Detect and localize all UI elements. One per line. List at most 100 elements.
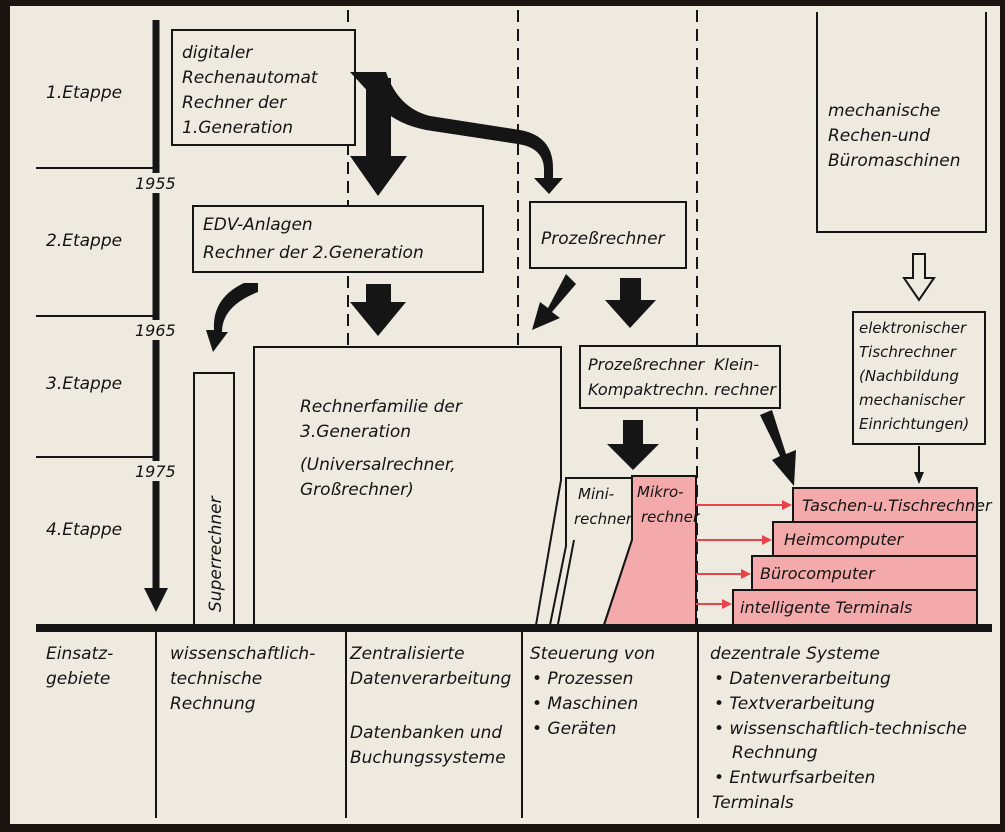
usage-col4-line-2: • Datenverarbeitung <box>714 669 891 689</box>
step-box-1 <box>792 487 978 523</box>
box-process-compact-line-1: Prozeßrechner <box>588 355 706 374</box>
baseline-bar <box>36 624 992 632</box>
step-boxes: Taschen-u.Tischrechner Heimcomputer Büro… <box>732 487 993 626</box>
year-1955: 1955 <box>135 174 176 193</box>
usage-col2-line-2: Datenverarbeitung <box>350 669 512 689</box>
year-labels: 1955 1965 1975 <box>133 173 177 481</box>
year-1965: 1965 <box>135 321 176 340</box>
red-arrow-icon-3 <box>741 569 751 579</box>
box-mini-line-1: Mini- <box>578 485 614 503</box>
usage-areas: Einsatz- gebiete wissenschaftlich- techn… <box>46 644 967 813</box>
step-label-2: Heimcomputer <box>784 530 904 549</box>
year-bg-1965 <box>133 320 177 340</box>
step-label-3: Bürocomputer <box>760 564 876 583</box>
usage-col4-line-4: • wissenschaftlich-technische <box>714 719 967 739</box>
box-micro-line-2: rechner <box>641 508 700 526</box>
step-box-3 <box>751 555 978 591</box>
year-bg-1955 <box>133 173 177 193</box>
arrow-super-icon <box>206 283 258 352</box>
box-family-line-1: Rechnerfamilie der <box>300 397 463 417</box>
step-box-2 <box>772 521 978 557</box>
arrow-down-icon-4 <box>607 420 659 470</box>
flow-arrows <box>206 72 796 486</box>
arrow-curve-icon <box>350 72 563 194</box>
usage-col4-line-5: Rechnung <box>732 743 818 763</box>
box-mechanical-line-1: mechanische <box>828 101 941 121</box>
usage-heading-line-1: Einsatz- <box>46 644 113 664</box>
box-mechanical-machines: mechanische Rechen-und Büromaschinen <box>816 12 987 233</box>
red-arrow-icon-1 <box>782 500 792 510</box>
box-digital-line-1: digitaler <box>182 43 253 63</box>
box-supercomputer: Superrechner <box>193 372 235 626</box>
box-process-compact: Prozeßrechner Kompaktrechn. Klein- rechn… <box>579 345 781 409</box>
step-label-1: Taschen-u.Tischrechner <box>802 496 993 515</box>
arrow-diag-icon-1 <box>532 274 576 330</box>
box-mechanical-line-2: Rechen-und <box>828 126 930 146</box>
arrow-down-icon-3 <box>605 278 656 328</box>
box-small-line-1: Klein- <box>714 355 759 374</box>
usage-col4-line-6: • Entwurfsarbeiten <box>714 768 875 788</box>
usage-col1-line-3: Rechnung <box>170 694 256 714</box>
box-process-compact-line-2: Kompaktrechn. <box>588 380 709 399</box>
box-super-label: Superrechner <box>206 495 226 612</box>
box-edv: EDV-Anlagen Rechner der 2.Generation <box>192 205 484 273</box>
red-arrow-icon-2 <box>762 535 772 545</box>
red-arrows <box>696 500 792 609</box>
step-box-4 <box>732 589 978 626</box>
stage-label-2: 2.Etappe <box>46 231 122 251</box>
usage-col4-line-7: Terminals <box>712 793 794 813</box>
red-arrow-icon-4 <box>722 599 732 609</box>
usage-col1-line-1: wissenschaftlich- <box>170 644 315 664</box>
box-computer-family: Rechnerfamilie der 3.Generation (Univers… <box>253 346 562 626</box>
step-label-4: intelligente Terminals <box>740 598 912 617</box>
year-bg-1975 <box>133 461 177 481</box>
box-family-line-4: Großrechner) <box>300 480 414 500</box>
thin-arrow-icon <box>914 446 924 484</box>
box-micro-line-1: Mikro- <box>637 483 684 501</box>
box-process-label: Prozeßrechner <box>541 229 666 249</box>
usage-heading-line-2: gebiete <box>46 669 110 689</box>
box-digital-line-2: Rechenautomat <box>182 68 319 88</box>
timeline-arrowhead-icon <box>144 588 168 612</box>
hollow-arrow-icon <box>902 253 936 302</box>
box-electronic-line-2: Tischrechner <box>859 343 957 361</box>
box-process-computer: Prozeßrechner <box>529 201 687 269</box>
usage-col3-line-2: • Prozessen <box>532 669 633 689</box>
box-digital-computer: digitaler Rechenautomat Rechner der 1.Ge… <box>171 29 356 146</box>
box-mechanical-line-3: Büromaschinen <box>828 151 961 171</box>
box-edv-line-1: EDV-Anlagen <box>203 215 313 235</box>
usage-col2-line-3: Datenbanken und <box>350 723 502 743</box>
stage-label-3: 3.Etappe <box>46 374 122 394</box>
usage-col3-line-3: • Maschinen <box>532 694 638 714</box>
box-family-line-2: 3.Generation <box>300 422 411 442</box>
usage-col4-line-3: • Textverarbeitung <box>714 694 875 714</box>
usage-col4-line-1: dezentrale Systeme <box>710 644 880 664</box>
stage-separators <box>36 167 156 458</box>
box-electronic-line-4: mechanischer <box>859 391 965 409</box>
box-minicomputer: Mini- rechner <box>548 477 633 626</box>
arrow-down-icon-1 <box>350 78 407 196</box>
box-electronic-calculator: elektronischer Tischrechner (Nachbildung… <box>852 311 986 445</box>
stage-label-1: 1.Etappe <box>46 83 122 103</box>
box-small-line-2: rechner <box>714 380 777 399</box>
usage-col2-line-4: Buchungssysteme <box>350 748 506 768</box>
usage-col1-line-2: technische <box>170 669 262 689</box>
usage-col3-line-1: Steuerung von <box>530 644 655 664</box>
usage-col3-line-4: • Geräten <box>532 719 616 739</box>
box-family-line-3: (Universalrechner, <box>300 455 456 475</box>
box-digital-line-3: Rechner der <box>182 93 287 113</box>
arrow-down-icon-2 <box>350 284 406 336</box>
box-mini-line-2: rechner <box>574 510 633 528</box>
box-electronic-line-1: elektronischer <box>859 319 967 337</box>
year-1975: 1975 <box>135 462 176 481</box>
box-edv-line-2: Rechner der 2.Generation <box>203 243 424 263</box>
box-electronic-line-5: Einrichtungen) <box>859 415 969 433</box>
box-electronic-line-3: (Nachbildung <box>859 367 959 385</box>
bottom-separators <box>155 632 699 818</box>
stage-label-4: 4.Etappe <box>46 520 122 540</box>
usage-col2-line-1: Zentralisierte <box>349 644 465 664</box>
box-digital-line-4: 1.Generation <box>182 118 293 138</box>
arrow-diag-icon-2 <box>760 410 796 486</box>
